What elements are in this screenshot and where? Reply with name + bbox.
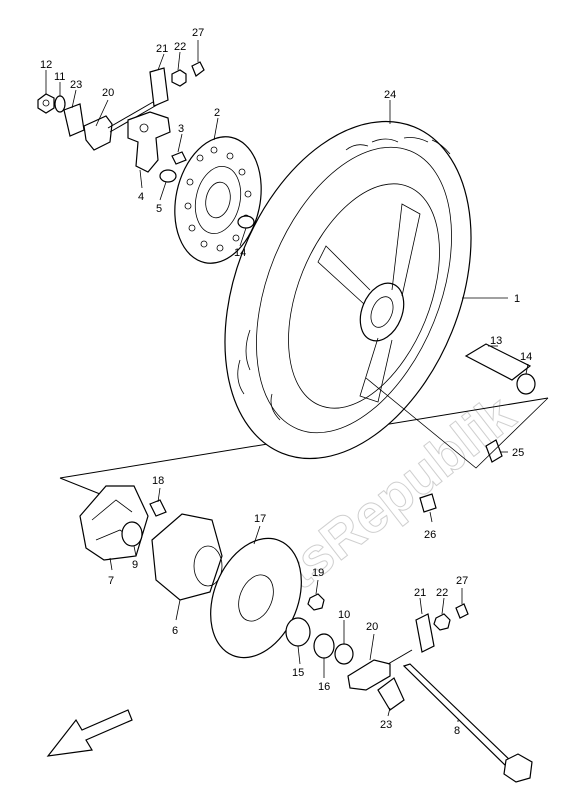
callout-26: 26 [424, 529, 436, 541]
sprocket-drum-part-6 [151, 513, 223, 601]
callout-7: 7 [108, 575, 114, 587]
plate-part-23-lower [377, 677, 405, 711]
bolt-part-18 [149, 499, 167, 517]
plate-part-21-lower [415, 613, 435, 653]
leader-lines [45, 40, 549, 722]
callout-22-lower: 22 [436, 587, 448, 599]
callout-1: 1 [514, 293, 520, 305]
bracket-part-4 [127, 111, 171, 173]
rim-inner [288, 183, 440, 409]
callout-10: 10 [338, 609, 350, 621]
wheel-hub [359, 282, 405, 342]
axle-head [503, 753, 533, 783]
callout-3: 3 [178, 123, 184, 135]
callout-19: 19 [312, 567, 324, 579]
bearing-part-15 [285, 617, 311, 647]
plate-part-21 [149, 67, 169, 107]
cap-part-27 [191, 61, 205, 77]
plate-part-23 [63, 103, 85, 137]
valve-cap-part-26 [419, 493, 437, 513]
callout-5: 5 [156, 203, 162, 215]
callout-8: 8 [454, 725, 460, 737]
callout-12: 12 [40, 59, 52, 71]
callout-15: 15 [292, 667, 304, 679]
chain-adjuster-part-20 [83, 115, 113, 151]
nut-part-19 [307, 593, 325, 611]
damper-part-7 [79, 485, 149, 561]
callout-16: 16 [318, 681, 330, 693]
callout-21: 21 [156, 43, 168, 55]
callout-27: 27 [192, 27, 204, 39]
bolt-part-3 [171, 151, 187, 165]
caliper-bracket-assembly [37, 61, 205, 183]
sprocket-part-17 [210, 537, 302, 659]
callout-20-lower: 20 [366, 621, 378, 633]
tire-part-24 [224, 120, 472, 460]
nut-part-12 [37, 93, 55, 114]
axle-part-8 [402, 663, 515, 769]
callout-24: 24 [384, 89, 396, 101]
callout-14: 14 [234, 247, 246, 259]
sprocket-side-assembly [79, 485, 533, 783]
washer-part-16 [313, 633, 335, 659]
callout-14-right: 14 [520, 351, 532, 363]
rim-outer [256, 146, 452, 434]
direction-arrow-icon [46, 709, 133, 757]
spacer-part-13 [464, 343, 532, 381]
callout-20: 20 [102, 87, 114, 99]
collar-part-5 [159, 169, 177, 183]
collar-part-10 [334, 643, 354, 665]
callout-labels: 12 11 23 20 21 22 27 2 3 4 5 14 24 1 13 … [40, 27, 532, 737]
brake-disc-part-2 [174, 136, 262, 264]
callout-9: 9 [132, 559, 138, 571]
callout-25: 25 [512, 447, 524, 459]
callout-22: 22 [174, 41, 186, 53]
callout-11: 11 [54, 71, 65, 83]
nut-part-22-lower [433, 613, 451, 631]
bearing-part-9 [121, 521, 143, 547]
callout-21-lower: 21 [414, 587, 426, 599]
chain-adjuster-part-20-lower [347, 659, 391, 691]
callout-23: 23 [70, 79, 82, 91]
nut-part-22 [171, 69, 187, 87]
callout-13: 13 [490, 335, 502, 347]
cap-part-27-lower [455, 603, 469, 619]
spacer-part-14 [516, 373, 536, 395]
callout-2: 2 [214, 107, 220, 119]
rear-wheel-assembly [224, 120, 536, 513]
callout-6: 6 [172, 625, 178, 637]
callout-4: 4 [138, 191, 144, 203]
callout-23-lower: 23 [380, 719, 392, 731]
callout-18: 18 [152, 475, 164, 487]
callout-17: 17 [254, 513, 266, 525]
callout-27-lower: 27 [456, 575, 468, 587]
